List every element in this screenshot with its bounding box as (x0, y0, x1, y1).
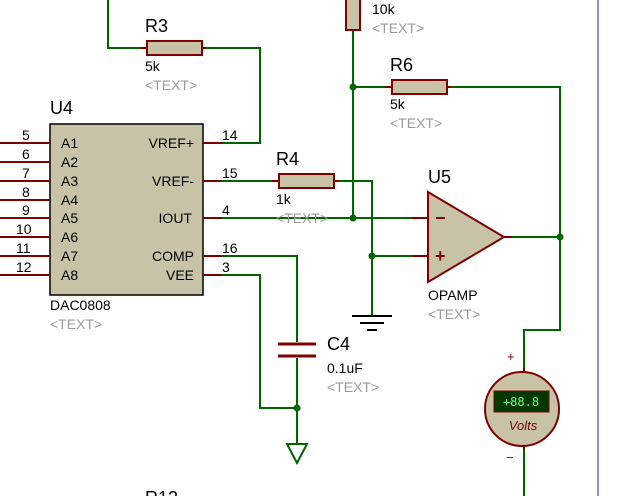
c4-text: <TEXT> (327, 379, 379, 395)
voltmeter-display (493, 390, 550, 413)
voltmeter-reading: +88.8 (503, 395, 539, 409)
r6-text: <TEXT> (390, 115, 442, 131)
u4-pin-num-a7: 11 (16, 240, 31, 256)
wire-comp (222, 255, 298, 342)
u4-pin-num-vee: 3 (222, 259, 230, 275)
u4-ref: U4 (50, 98, 73, 118)
r3-ref: R3 (145, 16, 168, 36)
u4-pin-num-vref-minus: 15 (222, 165, 238, 181)
u5-text: <TEXT> (428, 306, 480, 322)
u4-text: <TEXT> (50, 316, 102, 332)
u4-pin-name-vref-minus: VREF- (152, 173, 194, 189)
r3-value: 5k (145, 58, 161, 74)
r-top-text: <TEXT> (372, 20, 424, 36)
c4-value: 0.1uF (327, 360, 363, 376)
r4-body (278, 173, 335, 189)
u4-pin-name-a7: A7 (61, 248, 78, 264)
r3-text: <TEXT> (145, 77, 197, 93)
c4-capacitor[interactable]: C4 0.1uF <TEXT> (278, 334, 379, 395)
ground-symbol-r4 (352, 315, 392, 331)
u4-pin-name-comp: COMP (152, 248, 194, 264)
u4-pin-num-a4: 8 (22, 184, 30, 200)
u4-pin-num-a6: 10 (16, 221, 32, 237)
voltmeter[interactable]: +88.8 Volts + − (484, 349, 560, 465)
wire-r3-vref (206, 47, 261, 144)
u4-pin-num-vref-plus: 14 (222, 127, 238, 143)
c4-ref: C4 (327, 334, 350, 354)
r6-ref: R6 (390, 55, 413, 75)
r6-resistor[interactable]: R6 5k <TEXT> (385, 55, 451, 131)
r-top-body (345, 0, 361, 31)
ground-symbol-c4 (285, 443, 309, 466)
junctions (293, 83, 564, 412)
partial-label-r12: R12 (145, 488, 178, 496)
u4-pin-name-vee: VEE (166, 267, 194, 283)
wire-vm (523, 237, 561, 368)
r6-body (391, 79, 448, 95)
u4-pin-name-a1: A1 (61, 135, 78, 151)
r4-value: 1k (276, 191, 292, 207)
r3-resistor[interactable]: R3 5k <TEXT> (140, 16, 206, 93)
u4-pin-name-a6: A6 (61, 229, 78, 245)
u4-pin-num-a3: 7 (22, 165, 30, 181)
u4-pin-num-iout: 4 (222, 202, 230, 218)
r4-text: <TEXT> (276, 210, 328, 226)
u5-opamp[interactable]: − + U5 OPAMP <TEXT> (412, 167, 512, 322)
u4-pin-name-a8: A8 (61, 267, 78, 283)
u4-left-pins (0, 142, 50, 276)
r4-ref: R4 (276, 149, 299, 169)
voltmeter-minus-terminal: − (506, 450, 514, 465)
u4-pin-name-iout: IOUT (159, 210, 193, 226)
r3-body (146, 40, 203, 56)
wire-r4-gnd (339, 180, 373, 316)
u5-part: OPAMP (428, 287, 478, 303)
voltmeter-unit: Volts (509, 418, 538, 433)
u4-right-pins (203, 142, 222, 276)
wire-vee (222, 274, 297, 409)
r-top-value: 10k (372, 1, 396, 17)
u4-pin-num-a5: 9 (22, 202, 30, 218)
u4-body (49, 123, 204, 296)
voltmeter-plus-terminal: + (507, 349, 515, 364)
r6-value: 5k (390, 96, 406, 112)
u5-ref: U5 (428, 167, 451, 187)
r4-resistor[interactable]: R4 1k <TEXT> (272, 149, 339, 226)
u5-body (427, 190, 506, 284)
u4-pin-num-a1: 5 (22, 127, 30, 143)
u4-dac0808[interactable]: U4 DAC0808 <TEXT> 5 6 7 8 9 10 11 12 A1 … (0, 98, 238, 332)
r-top-resistor[interactable]: 10k <TEXT> (345, 0, 424, 36)
u4-pin-name-a2: A2 (61, 154, 78, 170)
u4-pin-num-a8: 12 (16, 259, 32, 275)
u4-pin-num-a2: 6 (22, 146, 30, 162)
wire-r6-right (451, 86, 561, 237)
u4-pin-name-a5: A5 (61, 210, 78, 226)
u4-pin-num-comp: 16 (222, 240, 238, 256)
u5-plus-sign: + (435, 246, 446, 266)
u4-pin-name-a4: A4 (61, 192, 78, 208)
wire-r3-in (107, 0, 140, 49)
u5-minus-sign: − (435, 208, 446, 228)
u4-pin-name-vref-plus: VREF+ (148, 135, 194, 151)
u4-pin-name-a3: A3 (61, 173, 78, 189)
wires[interactable] (107, 0, 561, 496)
u4-part: DAC0808 (50, 297, 111, 313)
